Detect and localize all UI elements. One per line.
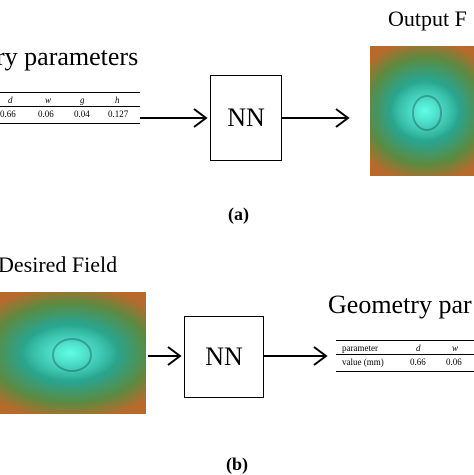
parameter-table-a: d w g h 0.66 0.06 0.04 0.127	[0, 86, 140, 126]
table-header-g: g	[80, 95, 85, 105]
table-header-d: d	[416, 343, 421, 353]
table-header-w: w	[452, 343, 459, 353]
parameter-table-b: parameter d w value (mm) 0.66 0.06	[336, 334, 474, 374]
table-mid-rule	[336, 354, 474, 355]
table-header-w: w	[45, 95, 52, 105]
caption-a: (a)	[228, 204, 249, 224]
table-bottom-rule	[336, 371, 474, 372]
arrow-right-icon	[140, 108, 208, 128]
table-header-h: h	[115, 95, 120, 105]
caption-b: (b)	[226, 454, 248, 474]
table-value-g: 0.04	[74, 109, 90, 119]
table-row-label-value: value (mm)	[342, 357, 384, 367]
table-row-label-parameter: parameter	[342, 343, 378, 353]
output-field-title: Output F	[388, 6, 467, 31]
table-value-d: 0.66	[0, 109, 16, 119]
nn-label: NN	[227, 103, 265, 132]
table-value-h: 0.127	[108, 109, 129, 119]
arrow-right-icon	[264, 346, 328, 366]
table-top-rule	[336, 340, 474, 341]
input-parameters-title: ry parameters	[0, 42, 139, 71]
table-header-d: d	[8, 95, 13, 105]
table-mid-rule	[0, 106, 140, 107]
table-value-d: 0.66	[410, 357, 426, 367]
table-value-w: 0.06	[446, 357, 462, 367]
table-value-w: 0.06	[38, 109, 54, 119]
table-bottom-rule	[0, 123, 140, 124]
output-field-image	[370, 46, 474, 176]
arrow-right-icon	[282, 108, 350, 128]
desired-field-image	[0, 292, 146, 414]
neural-network-box: NN	[210, 75, 282, 161]
nn-label: NN	[205, 342, 243, 371]
table-top-rule	[0, 92, 140, 93]
geometry-parameters-title: Geometry par	[328, 290, 472, 319]
desired-field-title: Desired Field	[0, 252, 118, 277]
neural-network-box: NN	[184, 316, 264, 398]
arrow-right-icon	[148, 346, 182, 366]
